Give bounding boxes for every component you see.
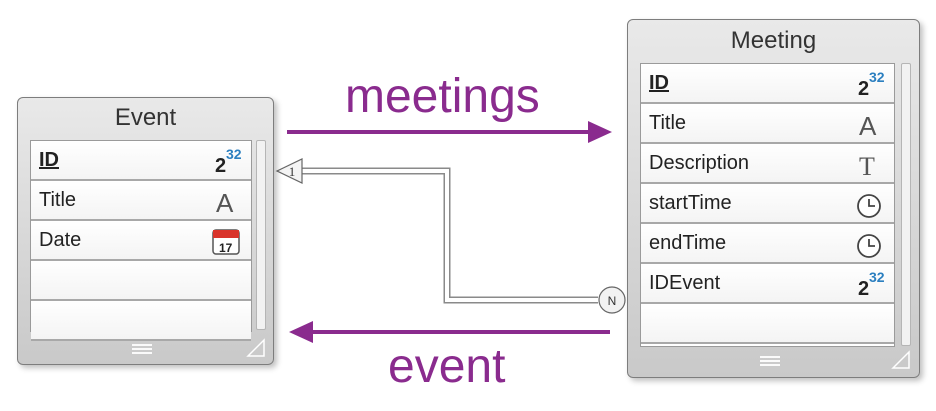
field-name: Date xyxy=(39,229,82,251)
field-row[interactable] xyxy=(31,261,251,301)
field-row[interactable]: Title A xyxy=(641,104,894,144)
text-icon: T xyxy=(859,152,875,180)
field-name: ID xyxy=(649,72,669,94)
svg-text:2: 2 xyxy=(858,78,869,100)
field-row[interactable]: Date 17 xyxy=(31,221,251,261)
event-resize-icon[interactable] xyxy=(246,338,266,358)
field-name: IDEvent xyxy=(649,272,721,294)
event-table-title: Event xyxy=(114,104,177,131)
meetings-relation-label: meetings xyxy=(345,70,540,123)
svg-text:32: 32 xyxy=(226,146,241,162)
svg-text:32: 32 xyxy=(869,69,884,85)
svg-text:A: A xyxy=(216,188,234,217)
meeting-scrollbar[interactable] xyxy=(901,63,911,346)
alpha-icon: A xyxy=(216,188,234,217)
integer-icon: 232 xyxy=(858,269,884,300)
field-name: startTime xyxy=(649,192,732,214)
calendar-icon: 17 xyxy=(212,229,240,255)
svg-text:32: 32 xyxy=(869,269,884,285)
svg-text:2: 2 xyxy=(215,155,226,177)
field-row[interactable]: endTime xyxy=(641,224,894,264)
clock-icon xyxy=(857,234,881,258)
event-relation-label: event xyxy=(388,340,506,393)
field-row[interactable]: Description T xyxy=(641,144,894,184)
meeting-table-title: Meeting xyxy=(730,27,817,54)
field-row[interactable] xyxy=(641,304,894,344)
field-name: Title xyxy=(39,189,77,211)
svg-text:1: 1 xyxy=(289,164,296,179)
field-name: Title xyxy=(649,112,687,134)
integer-icon: 232 xyxy=(215,146,241,177)
meeting-grip-icon[interactable] xyxy=(760,356,780,366)
svg-text:N: N xyxy=(608,294,617,308)
svg-text:2: 2 xyxy=(858,278,869,300)
svg-text:17: 17 xyxy=(219,241,233,255)
clock-icon xyxy=(857,194,881,218)
alpha-icon: A xyxy=(859,111,877,140)
field-row[interactable]: Title A xyxy=(31,181,251,221)
meeting-resize-icon[interactable] xyxy=(891,350,911,370)
svg-text:T: T xyxy=(859,152,875,180)
field-row[interactable] xyxy=(31,301,251,341)
integer-icon: 232 xyxy=(858,69,884,100)
one-side-marker: 1 xyxy=(275,158,303,184)
field-name: ID xyxy=(39,149,59,171)
svg-text:A: A xyxy=(859,111,877,140)
field-name: endTime xyxy=(649,232,727,254)
event-scrollbar[interactable] xyxy=(256,140,266,330)
event-grip-icon[interactable] xyxy=(132,344,152,354)
field-row[interactable]: startTime xyxy=(641,184,894,224)
relation-link-line xyxy=(300,167,598,304)
meetings-arrow xyxy=(287,121,612,143)
many-side-marker: N xyxy=(598,286,626,314)
field-name: Description xyxy=(649,152,750,174)
event-arrow xyxy=(289,321,610,343)
